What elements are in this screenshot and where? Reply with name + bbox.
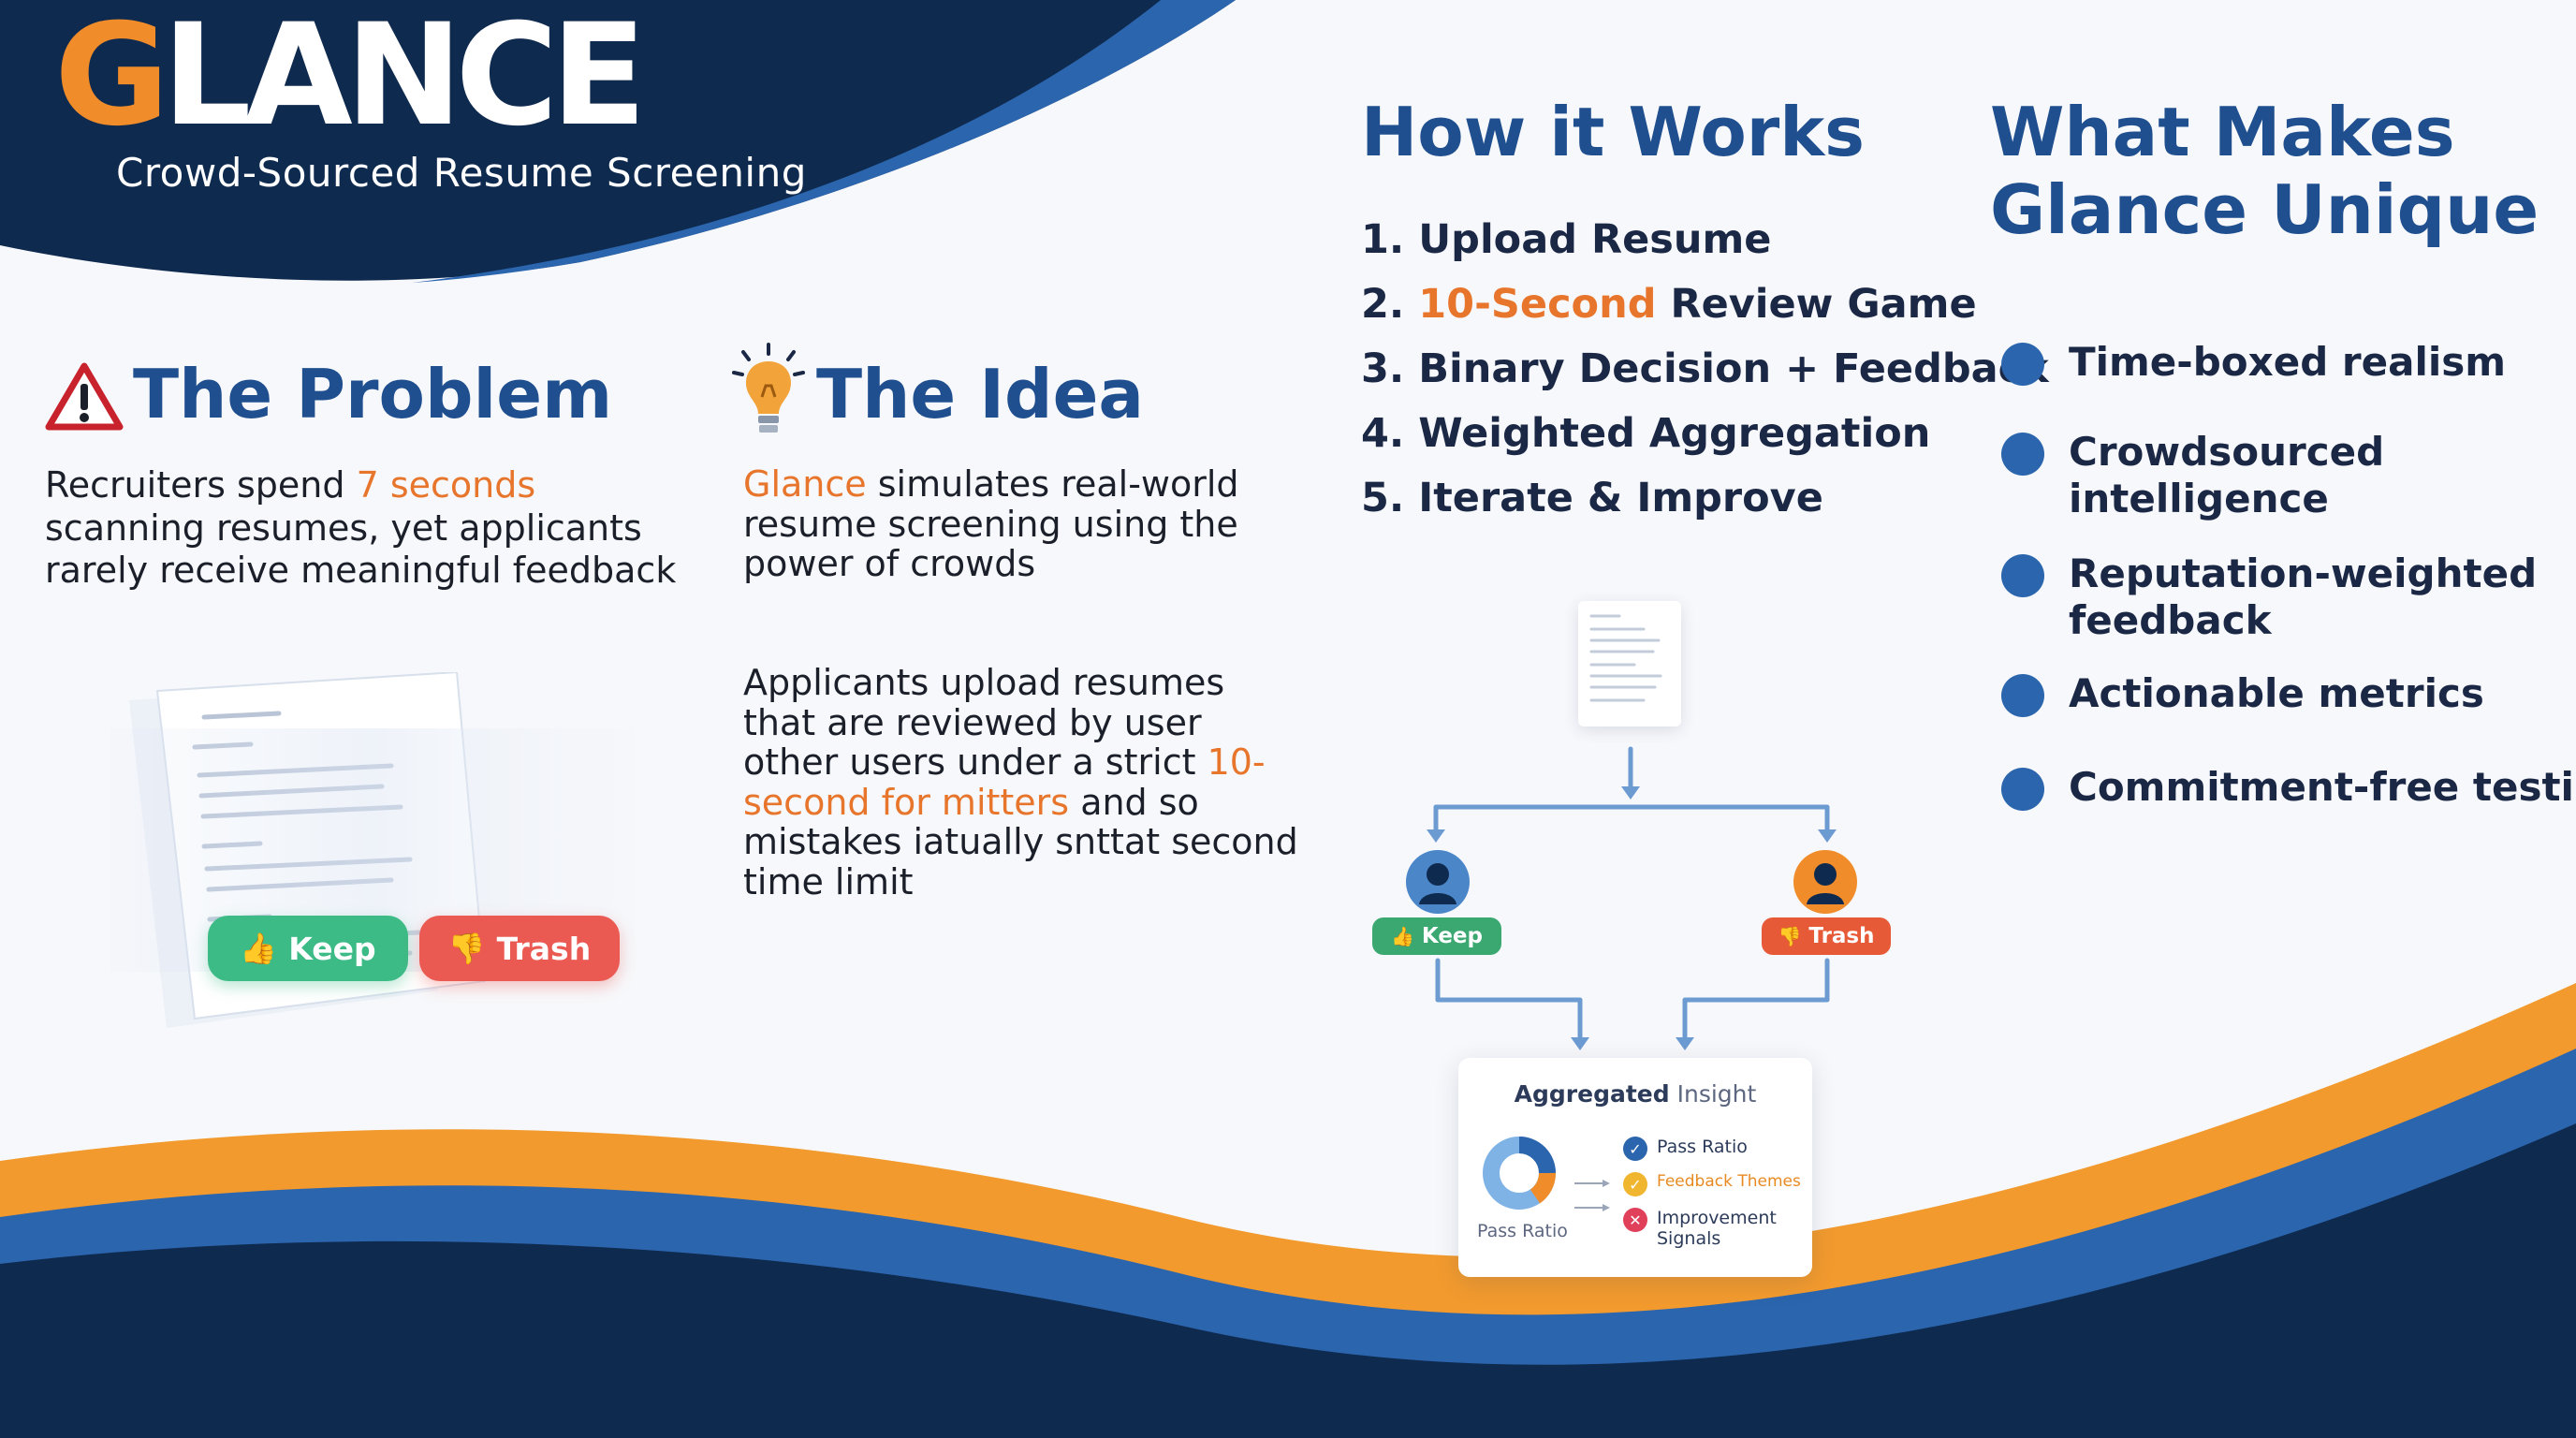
problem-text-start: Recruiters spend: [45, 464, 357, 506]
aggregated-insight-title: Aggregated Insight: [1514, 1080, 1757, 1108]
thumbs-up-icon: 👍: [1391, 925, 1414, 947]
close-icon: ✕: [1623, 1208, 1647, 1232]
resume-swipe-illustration: [110, 672, 635, 1028]
pass-ratio-donut-icon: [1483, 1137, 1556, 1210]
step-5: 5. Iterate & Improve: [1361, 475, 1823, 521]
connector-arrows: [1574, 1180, 1610, 1211]
logo-letters-rest: LANCE: [162, 0, 647, 157]
thumbs-down-icon: 👎: [1778, 925, 1802, 947]
donut-label: Pass Ratio: [1477, 1221, 1568, 1241]
reviewer-avatar-icon: [1406, 850, 1470, 914]
unique-item: Actionable metrics: [2001, 670, 2576, 717]
idea-text-1-rest: simulates real-world resume screening us…: [743, 463, 1239, 585]
idea-title: The Idea: [816, 355, 1145, 433]
lightbulb-icon: [732, 343, 805, 433]
warning-triangle-icon: [45, 362, 124, 431]
bullet-dot-icon: [2001, 768, 2044, 811]
idea-highlight-glance: Glance: [743, 463, 867, 505]
bullet-dot-icon: [2001, 343, 2044, 386]
logo-letter-g: G: [54, 0, 169, 157]
how-steps: 1. Upload Resume 2. 10-Second Review Gam…: [1361, 208, 2049, 531]
insight-row-pass-ratio: ✓Pass Ratio: [1623, 1137, 1801, 1161]
problem-title: The Problem: [133, 355, 613, 433]
bullet-dot-icon: [2001, 433, 2044, 476]
bullet-dot-icon: [2001, 674, 2044, 717]
unique-item: Crowdsourced intelligence: [2001, 429, 2576, 523]
idea-highlight-limit: 10-second for mitters: [743, 741, 1266, 823]
unique-title-line-1: What Makes: [1990, 93, 2455, 171]
thumbs-up-icon: 👍: [240, 931, 278, 966]
idea-text-2: Applicants upload resumes that are revie…: [743, 663, 1305, 902]
glance-logo: GLANCE: [54, 6, 647, 146]
flow-keep-badge: 👍 Keep: [1372, 917, 1501, 955]
bullet-dot-icon: [2001, 554, 2044, 597]
reviewer-avatar-icon: [1793, 850, 1857, 914]
how-title: How it Works: [1361, 93, 1866, 171]
problem-text-end: scanning resumes, yet applicants rarely …: [45, 506, 677, 592]
insight-row-feedback-themes: ✓Feedback Themes: [1623, 1172, 1801, 1196]
keep-button: 👍 Keep: [208, 916, 408, 981]
check-icon: ✓: [1623, 1172, 1647, 1196]
unique-item: Commitment-free testing: [2001, 764, 2576, 811]
check-icon: ✓: [1623, 1137, 1647, 1161]
resume-document-icon: [1578, 601, 1681, 726]
idea-text-2-end: and so mistakes iatually snttat second t…: [743, 781, 1298, 902]
idea-text-2-start: Applicants upload resumes that are revie…: [743, 662, 1225, 784]
tagline: Crowd-Sourced Resume Screening: [116, 150, 807, 196]
keep-label: Keep: [288, 930, 376, 967]
unique-title-line-2: Glance Unique: [1990, 169, 2539, 249]
trash-label: Trash: [496, 930, 592, 967]
unique-item: Reputation-weighted feedback: [2001, 550, 2576, 645]
problem-text: Recruiters spend 7 seconds scanning resu…: [45, 464, 700, 593]
step-4: 4. Weighted Aggregation: [1361, 410, 1931, 457]
trash-button: 👎 Trash: [419, 916, 620, 981]
step-2: 2. 10-Second Review Game: [1361, 281, 1977, 328]
insight-row-improvement-signals: ✕Improvement Signals: [1623, 1208, 1801, 1249]
problem-highlight: 7 seconds: [356, 464, 536, 506]
thumbs-down-icon: 👎: [447, 931, 486, 966]
flow-trash-badge: 👎 Trash: [1762, 917, 1891, 955]
unique-item: Time-boxed realism: [2001, 339, 2576, 386]
aggregated-insight-card: Aggregated Insight Pass Ratio ✓Pass Rati…: [1458, 1058, 1812, 1277]
idea-text-1: Glance simulates real-world resume scree…: [743, 464, 1305, 584]
step-3: 3. Binary Decision + Feedback: [1361, 345, 2049, 392]
step-1: 1. Upload Resume: [1361, 216, 1772, 263]
